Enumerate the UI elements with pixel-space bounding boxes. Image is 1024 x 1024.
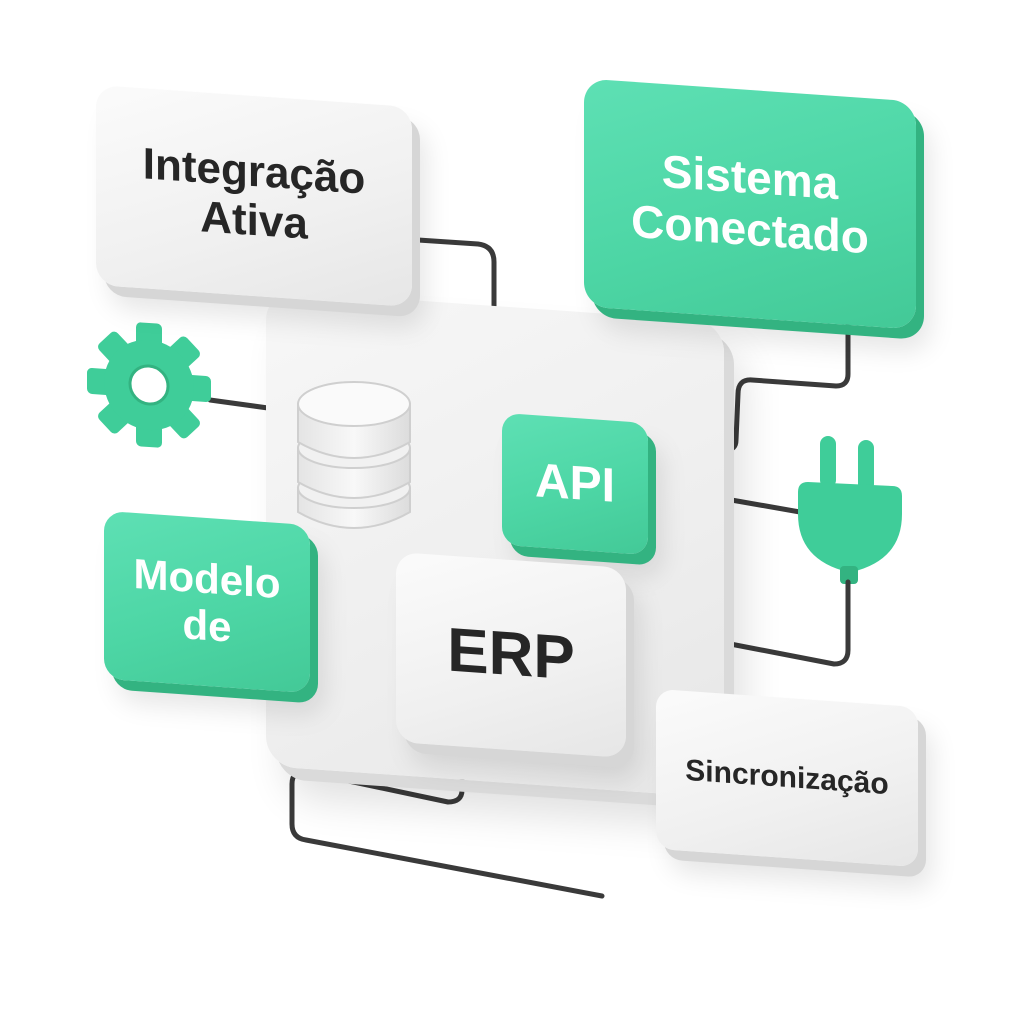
sincronizacao-card: Sincronização bbox=[656, 688, 918, 868]
erp-card: ERP bbox=[396, 551, 626, 759]
plug-icon bbox=[790, 430, 910, 610]
sistema-conectado-card: Sistema Conectado bbox=[584, 78, 916, 330]
api-card: API bbox=[502, 412, 648, 556]
wire-gear bbox=[207, 397, 271, 411]
database-icon bbox=[290, 370, 418, 540]
gear-icon bbox=[80, 316, 218, 454]
modelo-de-card: Modelo de bbox=[104, 510, 310, 694]
wire-panel-plug bbox=[717, 495, 803, 515]
integracao-ativa-card: Integração Ativa bbox=[96, 84, 412, 308]
